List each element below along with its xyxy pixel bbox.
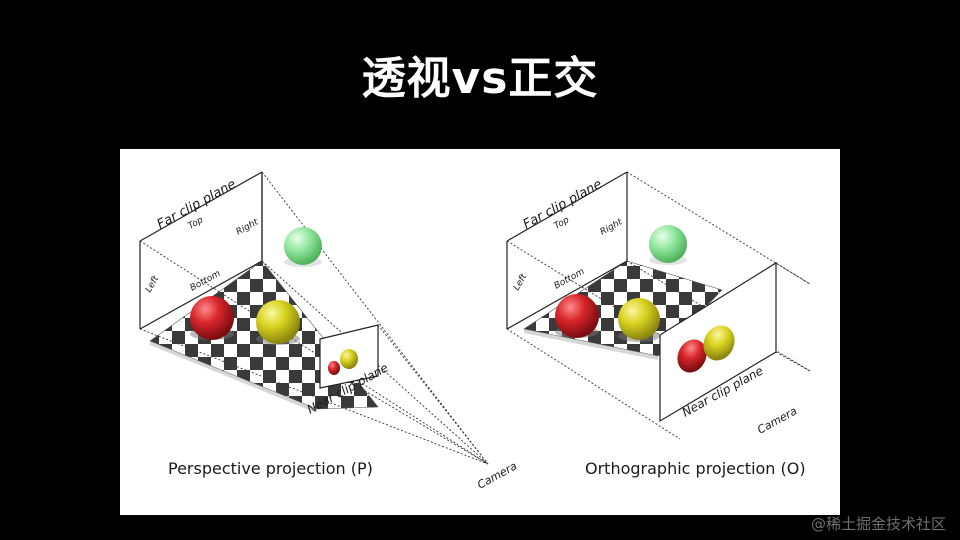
yellow-sphere: [618, 298, 660, 340]
red-sphere: [555, 294, 599, 338]
yellow-sphere: [256, 300, 300, 344]
perspective-top-label: Top: [187, 215, 206, 231]
orthographic-diagram: Far clip plane Top Right Left Bottom Nea…: [507, 172, 810, 478]
green-sphere: [649, 225, 687, 263]
red-sphere: [190, 296, 234, 340]
orthographic-left-label: Left: [512, 272, 530, 292]
orthographic-bottom-label: Bottom: [553, 267, 587, 292]
projection-figure: Far clip plane Top Right Left Bottom Nea…: [120, 149, 840, 515]
projection-diagram: Far clip plane Top Right Left Bottom Nea…: [120, 149, 840, 515]
orthographic-camera-label: Camera: [755, 404, 799, 436]
perspective-right-label: Right: [235, 217, 261, 237]
orthographic-caption: Orthographic projection (O): [585, 459, 806, 478]
orthographic-right-label: Right: [599, 217, 625, 237]
perspective-bottom-label: Bottom: [189, 269, 223, 294]
perspective-caption: Perspective projection (P): [168, 459, 373, 478]
perspective-diagram: Far clip plane Top Right Left Bottom Nea…: [140, 172, 519, 492]
orthographic-top-label: Top: [553, 215, 572, 231]
slide-title: 透视vs正交: [0, 42, 960, 106]
perspective-camera-label: Camera: [475, 459, 519, 491]
perspective-left-label: Left: [144, 274, 162, 294]
green-sphere: [284, 227, 322, 265]
watermark: @稀土掘金技术社区: [811, 513, 946, 534]
